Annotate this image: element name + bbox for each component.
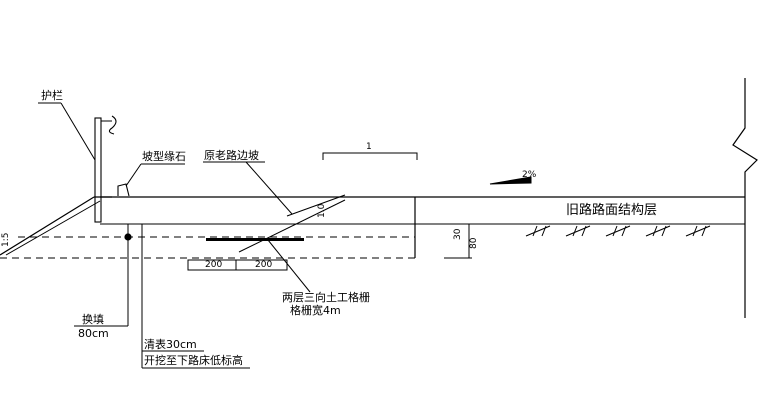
shoulder-slope-top: [0, 196, 95, 256]
old-pavement-structure-label: 旧路路面结构层: [566, 203, 658, 218]
geogrid-label-line1: 两层三向土工格栅: [282, 291, 370, 304]
crossfall-arrow: [489, 176, 532, 185]
shoulder-slope-inner: [5, 200, 101, 256]
old-slope-leader: [245, 161, 293, 215]
guardrail-leader: [60, 102, 96, 161]
slope-small-label: 1.0: [317, 203, 327, 218]
clearing-label-line1: 清表30cm: [144, 338, 197, 351]
step-dim-bracket: [322, 152, 418, 160]
depth-dim-b-label: 80: [469, 237, 479, 249]
old-slope-line-2: [238, 199, 346, 253]
depth-dim-a-label: 30: [453, 228, 463, 240]
grid-dim-right-label: 200: [255, 260, 273, 270]
guardrail-post: [94, 117, 102, 223]
subgrade-hatching: [525, 225, 711, 237]
clearing-label-line2: 开挖至下路床低标高: [144, 354, 243, 367]
backfill-label-line2: 80cm: [78, 327, 109, 340]
geogrid-leader: [267, 239, 311, 293]
slope-ratio-label: 1:5: [1, 232, 11, 247]
old-road-slope-label: 原老路边坡: [204, 149, 259, 162]
grid-dim-left-label: 200: [205, 260, 223, 270]
guardrail-label: 护栏: [41, 89, 63, 102]
backfill-label-line1: 换填: [82, 313, 104, 326]
geogrid-bar: [206, 238, 304, 241]
step-dim-label: 1: [366, 142, 372, 152]
geogrid-label-line2: 格栅宽4m: [290, 304, 341, 317]
grid-dim-box-right: [235, 259, 288, 271]
guardrail-head: [101, 115, 117, 135]
crossfall-label: 2%: [522, 170, 537, 180]
right-break-line: [732, 78, 758, 318]
curb-stone-leader: [125, 163, 142, 187]
backfill-marker-dot: [124, 233, 132, 241]
curb-stone-shape: [117, 183, 130, 197]
old-slope-line: [286, 194, 346, 217]
curb-stone-label: 坡型缘石: [142, 150, 186, 163]
